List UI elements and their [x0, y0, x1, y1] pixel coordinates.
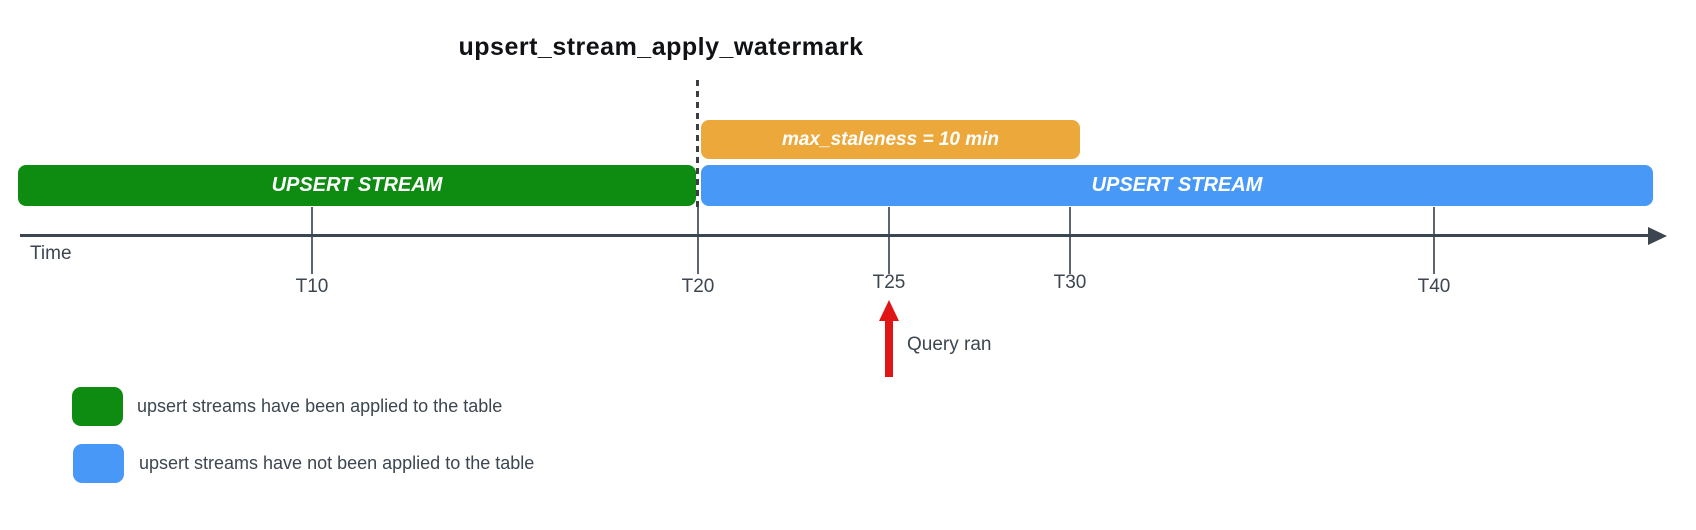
watermark-dotted-line	[696, 80, 699, 207]
tick-t10	[311, 207, 313, 274]
tick-t25	[888, 207, 890, 274]
time-axis-arrowhead-icon	[1648, 227, 1667, 245]
legend-label-applied: upsert streams have been applied to the …	[137, 396, 503, 416]
tick-t40	[1433, 207, 1435, 274]
tick-label-t40: T40	[1417, 276, 1451, 297]
tick-label-t10: T10	[295, 276, 329, 297]
tick-t20	[697, 207, 699, 274]
diagram-title: upsert_stream_apply_watermark	[458, 33, 864, 61]
upsert-stream-applied-bar: UPSERT STREAM	[18, 165, 696, 206]
query-ran-arrow-icon	[879, 300, 899, 321]
max-staleness-label: max_staleness = 10 min	[781, 128, 1000, 150]
max-staleness-bar: max_staleness = 10 min	[701, 120, 1080, 159]
tick-label-t20: T20	[681, 276, 715, 297]
upsert-stream-not-applied-bar: UPSERT STREAM	[701, 165, 1653, 206]
query-ran-label: Query ran	[907, 334, 992, 355]
tick-label-t30: T30	[1053, 272, 1087, 293]
tick-label-t25: T25	[872, 272, 906, 293]
upsert-stream-applied-label: UPSERT STREAM	[271, 174, 443, 196]
upsert-stream-not-applied-label: UPSERT STREAM	[1091, 174, 1263, 196]
tick-t30	[1069, 207, 1071, 274]
legend-swatch-applied	[72, 387, 123, 426]
legend-label-not-applied: upsert streams have not been applied to …	[139, 453, 535, 473]
time-axis-label: Time	[30, 243, 72, 264]
time-axis-line	[20, 234, 1650, 237]
query-ran-arrow-shaft	[885, 319, 893, 377]
legend-swatch-not-applied	[73, 444, 124, 483]
